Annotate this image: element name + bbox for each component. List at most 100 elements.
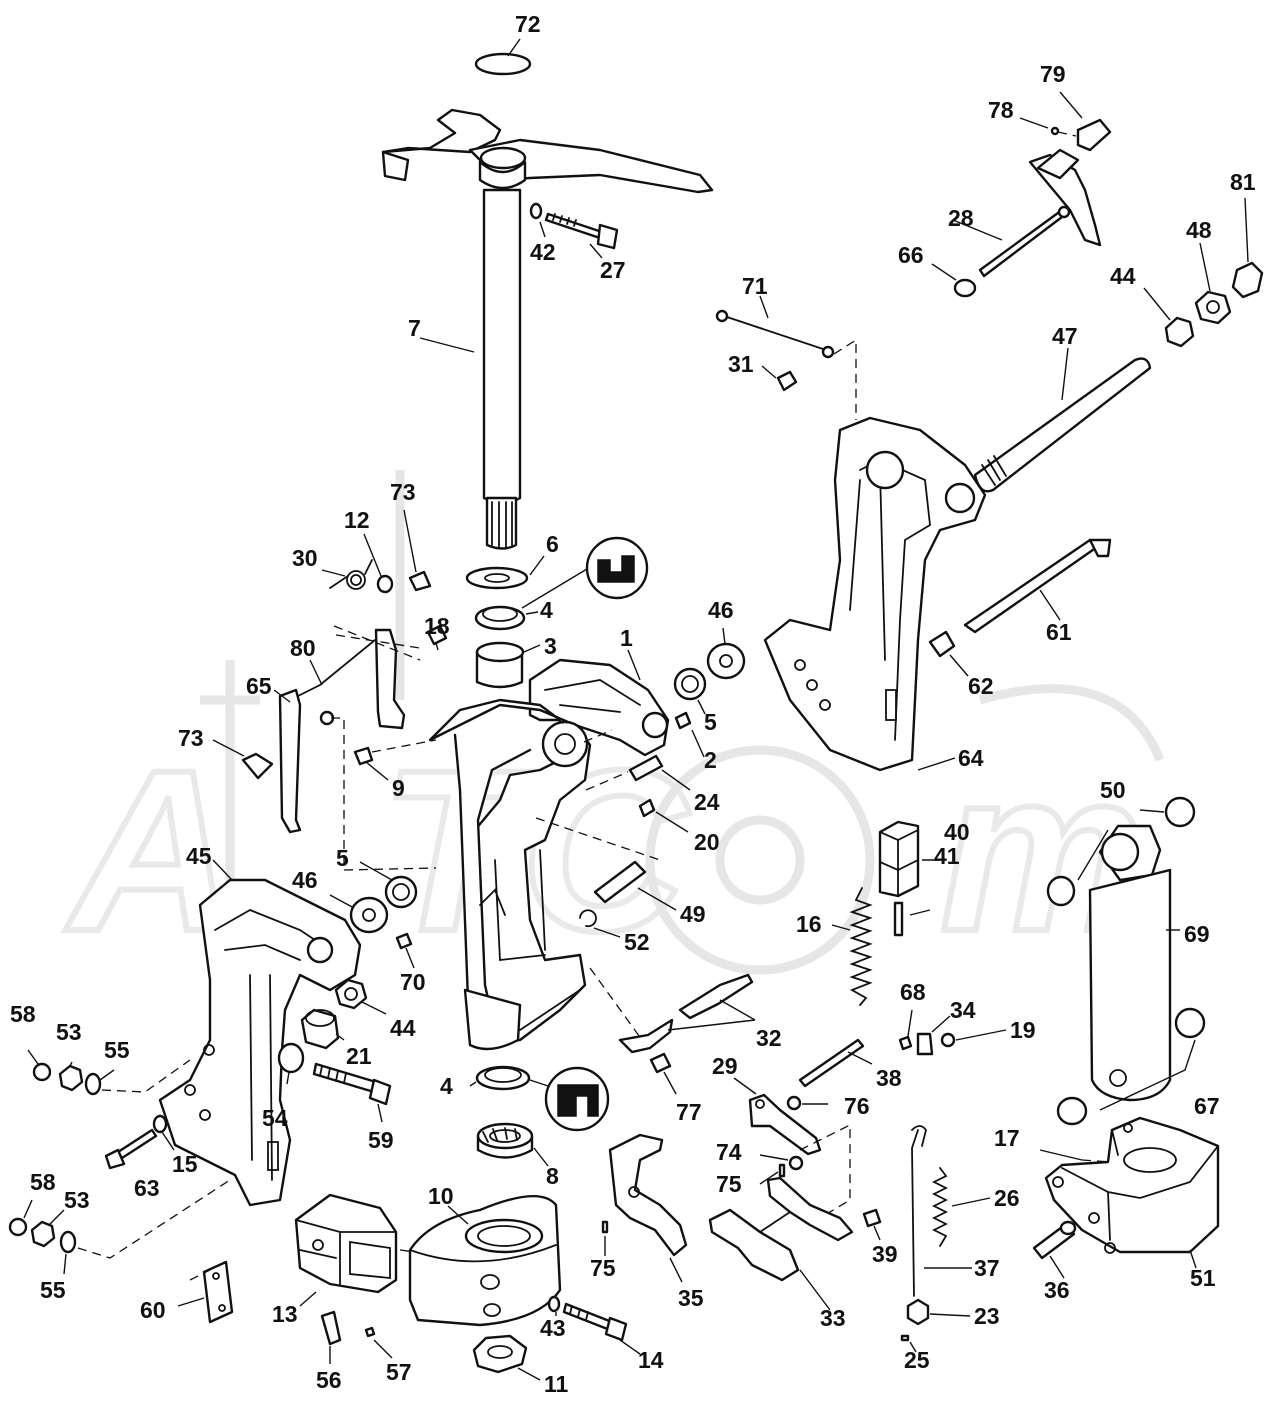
part-74-washer (788, 1155, 804, 1171)
label-65: 65 (246, 673, 272, 699)
part-49-pin (593, 860, 647, 904)
label-71: 71 (742, 273, 768, 299)
label-70: 70 (400, 969, 426, 995)
part-56-clip (320, 1310, 342, 1346)
label-73-top: 73 (390, 479, 416, 505)
part-36-pin (1032, 1220, 1077, 1260)
part-8-bearing (476, 1122, 534, 1159)
part-64-stern-bracket (763, 416, 987, 772)
part-78-screw (1050, 126, 1060, 136)
part-43-washer (547, 1295, 561, 1313)
label-46-left: 46 (292, 867, 318, 893)
part-24-pin (628, 754, 664, 782)
label-29: 29 (712, 1053, 738, 1079)
part-19-nut (940, 1032, 956, 1048)
part-55-washer-b (59, 1230, 77, 1254)
part-32-brackets (618, 973, 754, 1054)
label-5-right: 5 (704, 709, 717, 735)
label-58-a: 58 (10, 1001, 36, 1027)
label-38: 38 (876, 1065, 902, 1091)
part-46-washer-left (349, 896, 389, 934)
part-75-pin-b (601, 1220, 609, 1234)
label-77: 77 (676, 1099, 702, 1125)
part-41-bolt (893, 901, 904, 937)
label-67: 67 (1194, 1093, 1220, 1119)
label-32: 32 (756, 1025, 782, 1051)
label-79: 79 (1040, 61, 1066, 87)
label-27: 27 (600, 257, 626, 283)
label-2: 2 (704, 747, 717, 773)
label-40: 40 (944, 819, 970, 845)
part-12-washer (376, 574, 394, 594)
label-61: 61 (1046, 619, 1072, 645)
label-66: 66 (898, 242, 924, 268)
part-65-link (278, 688, 335, 834)
part-55-washer-a (84, 1072, 102, 1096)
part-57-screw (364, 1326, 376, 1338)
label-25: 25 (904, 1347, 930, 1373)
label-34: 34 (950, 997, 976, 1023)
label-44: 44 (1110, 263, 1136, 289)
label-43: 43 (540, 1315, 566, 1341)
part-13-motor-mount (294, 1193, 398, 1294)
part-54-washer (277, 1042, 305, 1074)
part-67-bushing-b (1056, 1096, 1088, 1126)
label-33: 33 (820, 1305, 846, 1331)
part-15-washer (152, 1114, 168, 1134)
part-71-cable (715, 309, 835, 359)
label-52: 52 (624, 929, 650, 955)
part-53-nut-b (30, 1220, 56, 1248)
label-51: 51 (1190, 1265, 1216, 1291)
part-46-washer-right (706, 642, 746, 680)
label-45: 45 (186, 843, 212, 869)
label-3: 3 (544, 633, 557, 659)
part-20-screw (638, 798, 656, 818)
part-18-screw (426, 624, 448, 646)
label-75-b: 75 (590, 1255, 616, 1281)
label-59: 59 (368, 1127, 394, 1153)
label-39: 39 (872, 1241, 898, 1267)
label-53-a: 53 (56, 1019, 82, 1045)
part-27-bolt (544, 212, 619, 250)
label-57: 57 (386, 1359, 412, 1385)
label-14: 14 (638, 1347, 664, 1373)
label-69: 69 (1184, 921, 1210, 947)
part-42-washer (529, 202, 543, 220)
label-47: 47 (1052, 323, 1078, 349)
label-55-b: 55 (40, 1277, 66, 1303)
label-73-left: 73 (178, 725, 204, 751)
part-21-bushing (300, 1008, 340, 1050)
label-13: 13 (272, 1301, 298, 1327)
part-72-cap (474, 52, 532, 76)
part-75-pin-a (778, 1163, 786, 1178)
label-28: 28 (948, 205, 974, 231)
label-56: 56 (316, 1367, 342, 1393)
part-16-spring (849, 887, 873, 1006)
label-74: 74 (716, 1139, 742, 1165)
label-12: 12 (344, 507, 370, 533)
part-30-spring (329, 559, 373, 590)
label-42: 42 (530, 239, 556, 265)
part-63-bolt (104, 1128, 158, 1170)
part-44-nut-left (334, 978, 368, 1010)
label-81: 81 (1230, 169, 1256, 195)
part-73-screw-left (241, 752, 274, 780)
label-4-bottom: 4 (440, 1073, 453, 1099)
label-9: 9 (392, 775, 405, 801)
part-77-screw (649, 1052, 672, 1074)
part-4-seal-bottom (475, 1065, 531, 1091)
label-8: 8 (546, 1163, 559, 1189)
part-40-block (878, 820, 920, 898)
part-14-bolt (562, 1302, 628, 1342)
label-17: 17 (994, 1125, 1020, 1151)
label-58-b: 58 (30, 1169, 56, 1195)
part-48-nut (1194, 290, 1232, 325)
label-7: 7 (408, 315, 421, 341)
part-26-spring (931, 1167, 949, 1247)
part-7-steering-arm (381, 108, 714, 550)
label-16: 16 (796, 911, 822, 937)
label-10: 10 (428, 1183, 454, 1209)
part-80-lever (289, 628, 406, 730)
label-37: 37 (974, 1255, 1000, 1281)
